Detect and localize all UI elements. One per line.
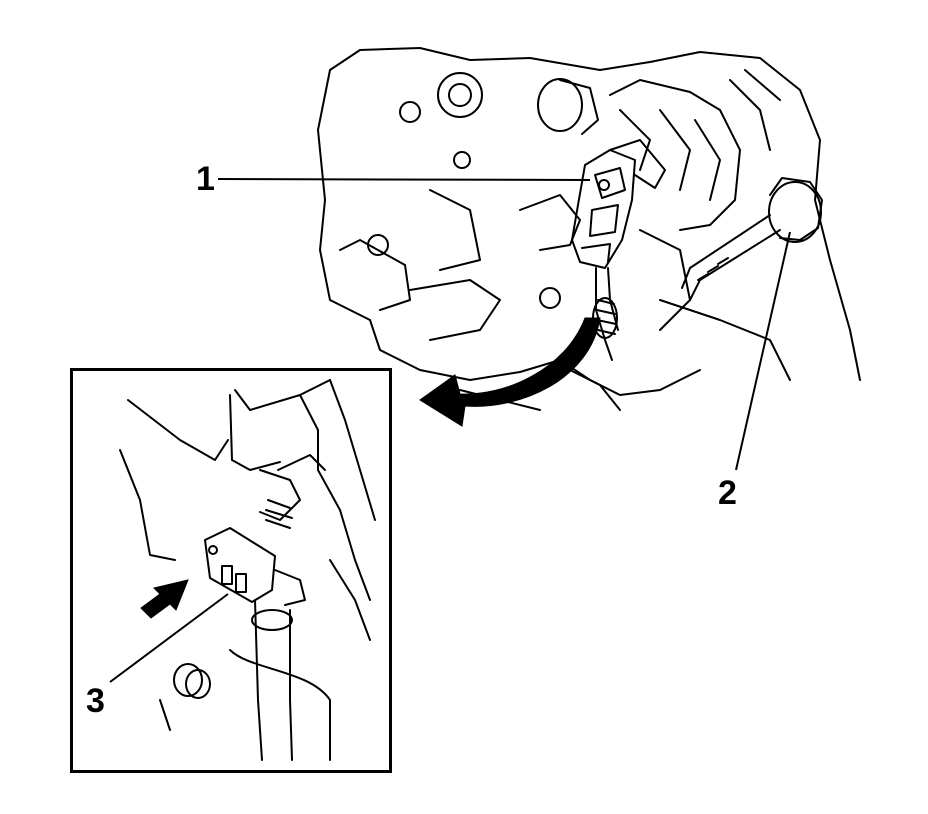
callout-3: 3	[86, 682, 105, 720]
inset-detail-drawing	[119, 379, 376, 761]
leader-lines	[109, 178, 791, 683]
inset-detail-frame	[70, 368, 392, 773]
transmission-assembly	[317, 47, 861, 411]
callout-1: 1	[196, 160, 215, 198]
straight-pointer-arrow	[140, 579, 189, 619]
callout-2: 2	[718, 474, 737, 512]
curved-direction-arrow	[419, 317, 601, 427]
